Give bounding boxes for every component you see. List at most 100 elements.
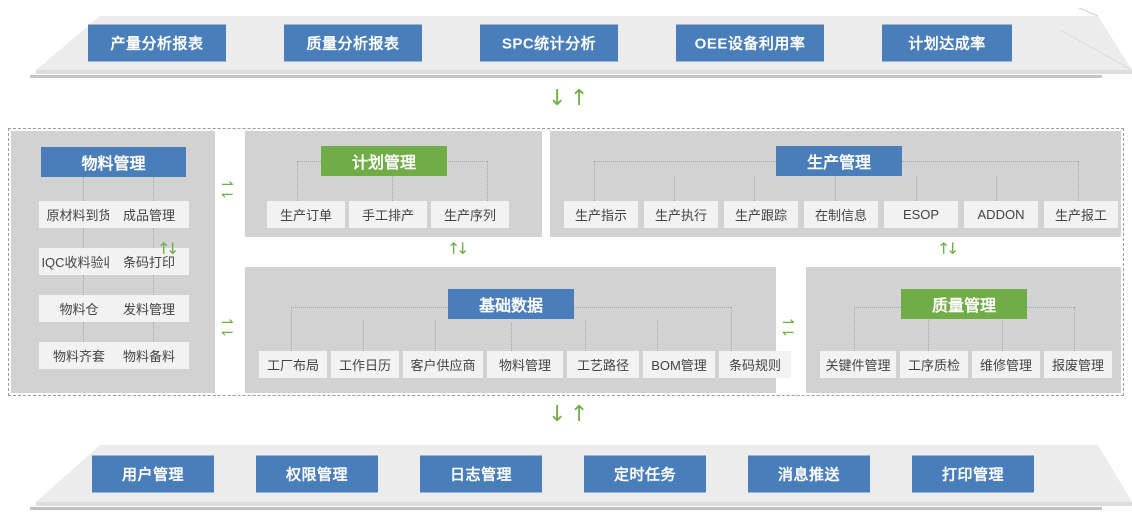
tree-line (754, 176, 755, 201)
basedata-leaf-1[interactable]: 工作日历 (331, 351, 399, 378)
tree-line (731, 307, 732, 351)
bottom-button-2[interactable]: 日志管理 (420, 455, 542, 492)
top-button-3[interactable]: OEE设备利用率 (676, 24, 824, 62)
up-arrow-icon: ↑ (570, 86, 589, 111)
tree-line (657, 320, 658, 351)
down-arrow-icon: ↓ (548, 86, 567, 111)
plan-leaf-2[interactable]: 生产序列 (431, 201, 509, 228)
tree-line (153, 275, 154, 295)
basedata-leaf-0[interactable]: 工厂布局 (259, 351, 327, 378)
down-arrow-icon: ↓ (166, 239, 180, 258)
basedata-leaf-3[interactable]: 物料管理 (487, 351, 563, 378)
tree-line (291, 307, 448, 308)
material-leaf-0-3[interactable]: 物料齐套 (39, 342, 119, 369)
tree-line (487, 161, 488, 201)
left-arrow-icon: ↽ (221, 323, 234, 341)
production-leaf-2[interactable]: 生产跟踪 (724, 201, 798, 228)
right-arrow-icon: ⇀ (782, 313, 795, 331)
panel-plan-title: 计划管理 (321, 146, 447, 176)
up-arrow-icon: ↑ (937, 239, 951, 258)
tree-line (928, 320, 929, 351)
top-button-0[interactable]: 产量分析报表 (88, 24, 226, 62)
material-leaf-1-2[interactable]: 发料管理 (109, 295, 189, 322)
tree-line (835, 176, 836, 201)
production-leaf-6[interactable]: 生产报工 (1044, 201, 1118, 228)
tree-line (854, 307, 901, 308)
material-leaf-0-1[interactable]: IQC收料验收 (39, 248, 119, 275)
left-arrow-icon: ↽ (782, 323, 795, 341)
tree-line (574, 307, 731, 308)
tree-line (674, 176, 675, 201)
tree-line (1002, 320, 1003, 351)
quality-leaf-3[interactable]: 报废管理 (1044, 351, 1112, 378)
down-arrow-icon: ↓ (456, 239, 470, 258)
panel-material-title: 物料管理 (41, 147, 186, 177)
tree-line (153, 228, 154, 248)
tree-line (1027, 307, 1074, 308)
quality-leaf-1[interactable]: 工序质检 (900, 351, 968, 378)
tree-line (363, 320, 364, 351)
top-button-2[interactable]: SPC统计分析 (480, 24, 618, 62)
bottom-button-0[interactable]: 用户管理 (92, 455, 214, 492)
down-arrow-icon: ↓ (548, 402, 567, 427)
top-button-4[interactable]: 计划达成率 (882, 24, 1012, 62)
panel-quality-title: 质量管理 (901, 289, 1027, 319)
basedata-leaf-6[interactable]: 条码规则 (719, 351, 791, 378)
tree-line (594, 161, 595, 201)
basedata-leaf-5[interactable]: BOM管理 (643, 351, 715, 378)
tree-line (297, 161, 298, 201)
tree-line (1074, 307, 1075, 351)
tree-line (83, 177, 84, 201)
right-arrow-icon: ⇀ (221, 175, 234, 193)
plan-leaf-0[interactable]: 生产订单 (267, 201, 345, 228)
production-leaf-4[interactable]: ESOP (884, 201, 958, 228)
basedata-leaf-2[interactable]: 客户供应商 (403, 351, 483, 378)
plan-leaf-1[interactable]: 手工排产 (349, 201, 427, 228)
up-arrow-icon: ↑ (157, 239, 171, 258)
panel-basedata-title: 基础数据 (448, 289, 574, 319)
up-arrow-icon: ↑ (447, 239, 461, 258)
tree-line (511, 323, 512, 351)
bottom-button-5[interactable]: 打印管理 (912, 455, 1034, 492)
production-leaf-0[interactable]: 生产指示 (564, 201, 638, 228)
quality-leaf-2[interactable]: 维修管理 (972, 351, 1040, 378)
left-arrow-icon: ↽ (221, 185, 234, 203)
tree-line (996, 176, 997, 201)
top-banner-buttons: 产量分析报表 质量分析报表 SPC统计分析 OEE设备利用率 计划达成率 (0, 16, 1132, 70)
material-leaf-0-0[interactable]: 原材料到货 (39, 201, 119, 228)
production-leaf-1[interactable]: 生产执行 (644, 201, 718, 228)
material-leaf-1-0[interactable]: 成品管理 (109, 201, 189, 228)
tree-line (83, 275, 84, 295)
tree-line (83, 322, 84, 342)
panel-production-title: 生产管理 (776, 146, 902, 176)
tree-line (435, 320, 436, 351)
basedata-leaf-4[interactable]: 工艺路径 (567, 351, 639, 378)
tree-line (916, 176, 917, 201)
tree-line (153, 177, 154, 201)
down-arrow-icon: ↓ (946, 239, 960, 258)
tree-line (291, 307, 292, 351)
tree-line (83, 228, 84, 248)
core-modules-region: 物料管理 原材料到货 IQC收料验收物料仓物料齐套 成品管理条码打印发料管理物料备料… (8, 128, 1124, 396)
panel-quality: 质量管理 关键件管理工序质检维修管理报废管理 (806, 267, 1121, 393)
right-arrow-icon: ⇀ (221, 313, 234, 331)
tree-line (902, 161, 1078, 162)
up-arrow-icon: ↑ (570, 402, 589, 427)
quality-leaf-0[interactable]: 关键件管理 (820, 351, 896, 378)
material-leaf-1-3[interactable]: 物料备料 (109, 342, 189, 369)
tree-line (1078, 161, 1079, 201)
production-leaf-3[interactable]: 在制信息 (804, 201, 878, 228)
material-leaf-1-1[interactable]: 条码打印 (109, 248, 189, 275)
tree-line (153, 322, 154, 342)
bottom-button-1[interactable]: 权限管理 (256, 455, 378, 492)
material-leaf-0-2[interactable]: 物料仓 (39, 295, 119, 322)
production-leaf-5[interactable]: ADDON (964, 201, 1038, 228)
top-button-1[interactable]: 质量分析报表 (284, 24, 422, 62)
bottom-button-4[interactable]: 消息推送 (748, 455, 870, 492)
tree-line (585, 320, 586, 351)
bottom-button-3[interactable]: 定时任务 (584, 455, 706, 492)
tree-line (854, 307, 855, 351)
